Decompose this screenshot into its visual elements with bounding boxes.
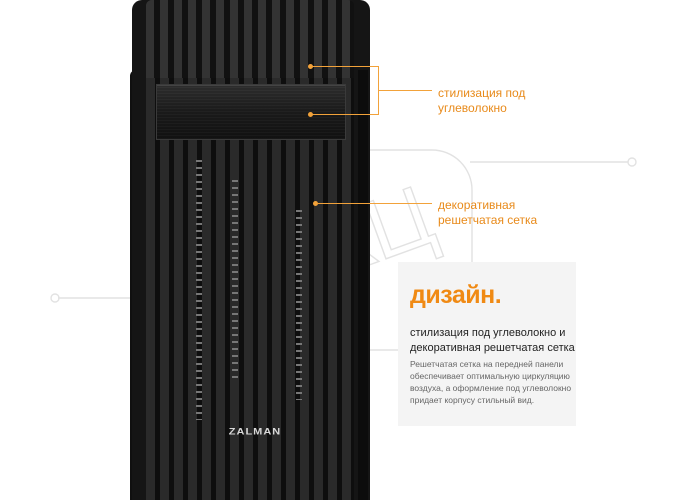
info-body: Решетчатая сетка на передней панели обес…	[410, 359, 572, 405]
front-panel	[146, 0, 354, 500]
front-top-mesh	[146, 0, 354, 78]
info-title: дизайн.	[410, 281, 502, 309]
front-panel-stripes	[146, 0, 354, 500]
callout-line	[318, 203, 432, 204]
callout-line1: декоративная	[438, 198, 516, 212]
carbon-texture	[157, 85, 345, 139]
callout-line	[378, 90, 432, 91]
callout-line2: решетчатая сетка	[438, 213, 538, 227]
info-panel	[398, 262, 576, 426]
brand-logo: ZALMAN	[228, 426, 282, 438]
case-right-side	[358, 70, 368, 500]
info-subtitle: стилизация под углеволокно и декоративна…	[410, 327, 575, 354]
callout-line	[312, 66, 378, 67]
callout-dot	[308, 64, 313, 69]
callout-dot	[313, 201, 318, 206]
callout-label-mesh: декоративная решетчатая сетка	[438, 198, 537, 228]
callout-line	[312, 114, 378, 115]
callout-line1: стилизация под	[438, 86, 526, 100]
vent-dots	[196, 160, 202, 420]
vent-dots	[296, 210, 302, 400]
vent-dots	[232, 180, 238, 380]
callout-line2: углеволокно	[438, 101, 507, 115]
drive-bay-cover	[156, 84, 346, 140]
callout-label-carbon: стилизация под углеволокно	[438, 86, 525, 116]
callout-dot	[308, 112, 313, 117]
